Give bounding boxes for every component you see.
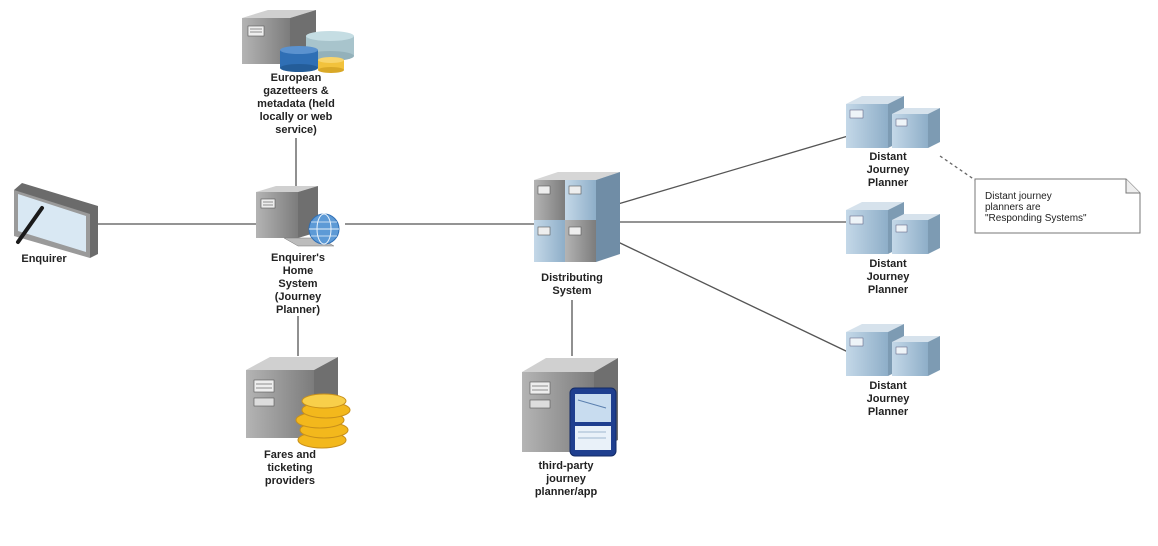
note-box	[974, 178, 1141, 234]
database-icon	[280, 31, 354, 73]
distant-planner-label-3: Distant Journey Planner	[866, 380, 910, 418]
fares-label: Fares and ticketing providers	[264, 449, 316, 487]
gazetteers-label: European gazetteers & metadata (held loc…	[257, 72, 335, 136]
distributing-label: Distributing System	[541, 272, 603, 297]
link-distributing-distant-1	[617, 135, 849, 205]
distant-planner-label-2: Distant Journey Planner	[866, 258, 910, 296]
globe-icon	[308, 213, 340, 245]
third-party-label: third-party journey planner/app	[534, 460, 598, 498]
mobile-app-icon	[569, 387, 617, 457]
distant-server-icon	[846, 202, 940, 254]
distant-server-icon	[846, 96, 940, 148]
home-system-label: Enquirer's Home System (Journey Planner)	[271, 252, 325, 316]
distributing-server-icon	[534, 172, 620, 262]
tablet-icon	[14, 183, 98, 258]
enquirer-label: Enquirer	[21, 253, 67, 265]
coins-icon	[295, 393, 351, 449]
note-text: Distant journey planners are "Responding…	[985, 191, 1087, 224]
distant-server-icon	[846, 324, 940, 376]
distant-planner-label-1: Distant Journey Planner	[866, 151, 910, 189]
note-connector	[939, 155, 976, 181]
link-distributing-distant-3	[617, 241, 849, 353]
